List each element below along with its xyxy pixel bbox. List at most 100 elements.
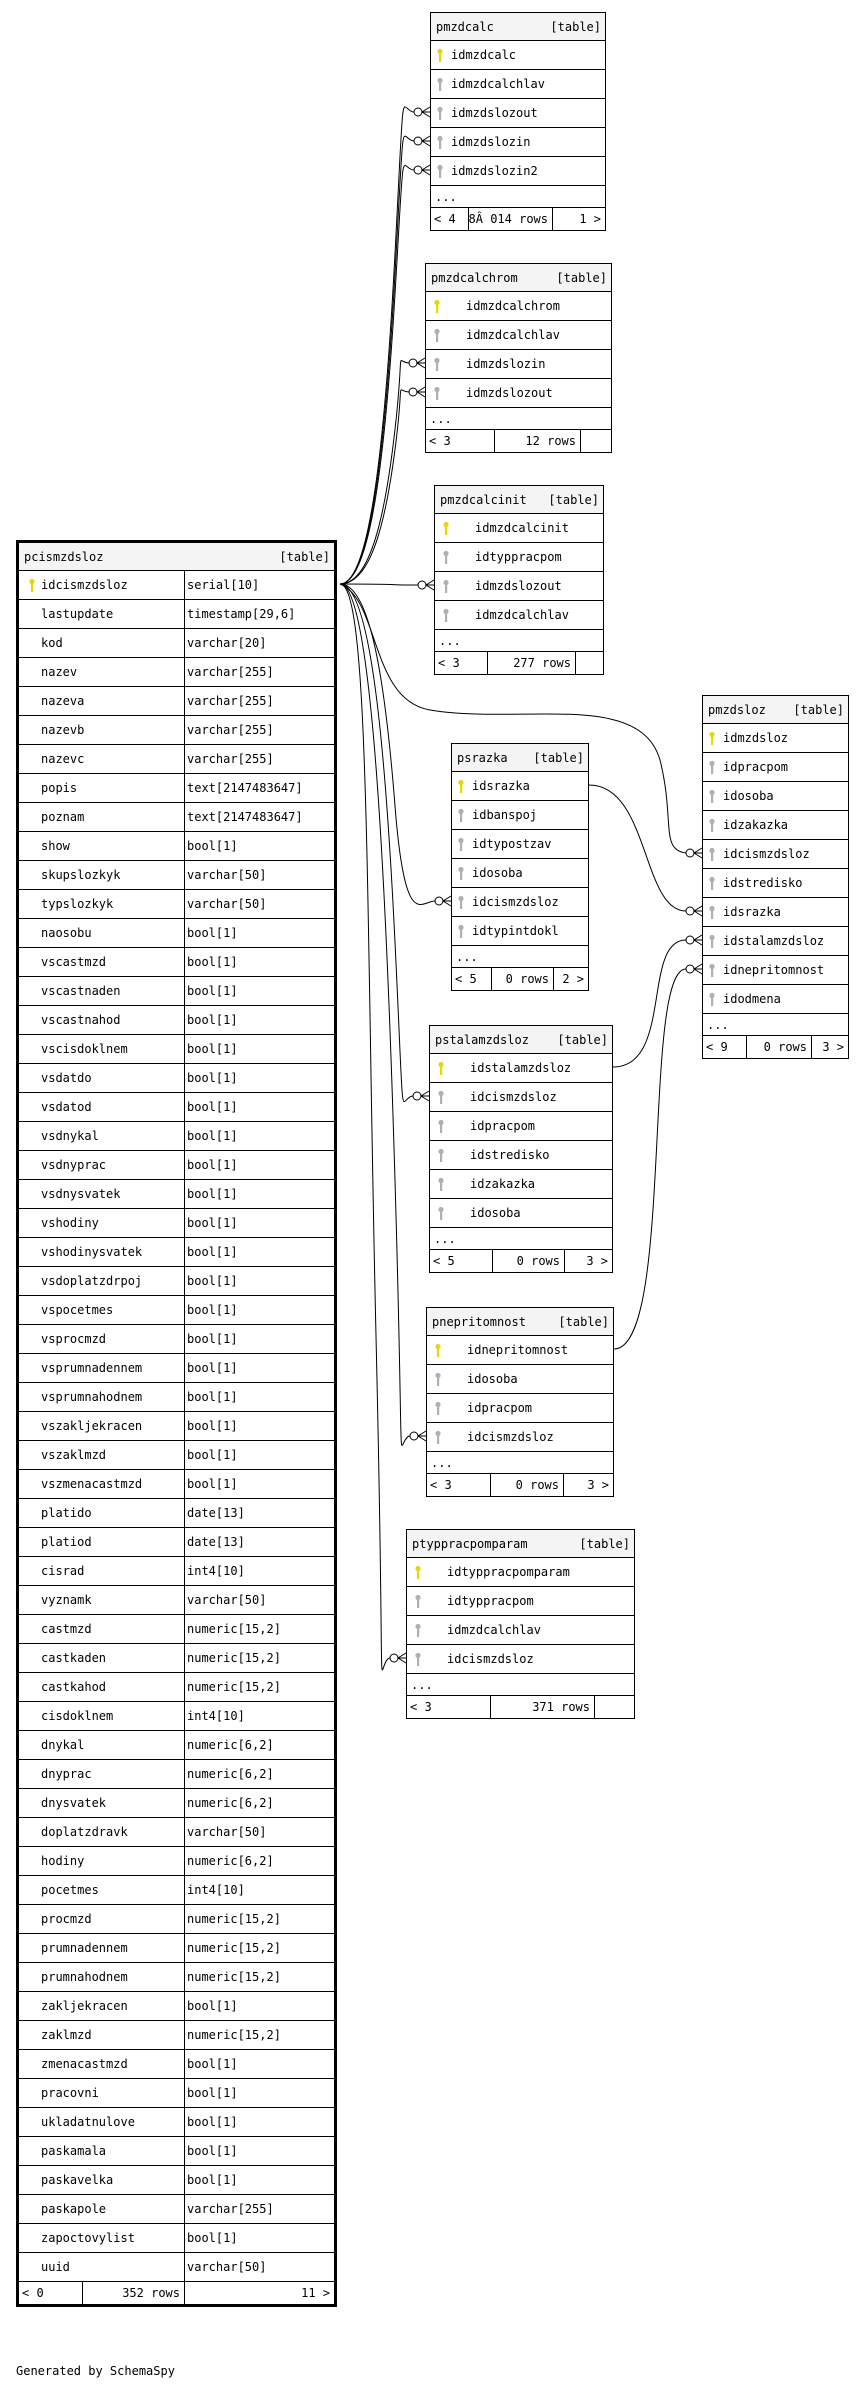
column-row[interactable]: idodmena [703,985,848,1014]
column-row[interactable]: idstalamzdsloz [703,927,848,956]
column-row[interactable]: idcismzdsloz [407,1645,634,1674]
column-row[interactable]: idmzdslozin [426,350,611,379]
column-row[interactable]: idmzdslozin2 [431,157,605,186]
table-header[interactable]: pstalamzdsloz[table] [430,1026,612,1054]
column-row[interactable]: idcismzdsloz [427,1423,613,1452]
column-row[interactable]: idmzdslozout [435,572,603,601]
parents-link[interactable]: < 3 [427,1474,491,1496]
column-row[interactable]: idnepritomnost [427,1336,613,1365]
column-row[interactable]: idtyppracpomparam [407,1558,634,1587]
column-row[interactable]: idmzdslozin [431,128,605,157]
column-row[interactable]: idmzdslozout [426,379,611,408]
children-link[interactable] [581,430,611,452]
column-row[interactable]: idpracpom [427,1394,613,1423]
column-row[interactable]: idmzdcalchlav [407,1616,634,1645]
parents-link[interactable]: < 5 [452,968,492,990]
column-row[interactable]: idosoba [452,859,588,888]
column-row[interactable]: idtypostzav [452,830,588,859]
column-row[interactable]: idmzdsloz [703,724,848,753]
column-row[interactable]: idmzdcalcinit [435,514,603,543]
column-row[interactable]: idosoba [427,1365,613,1394]
column-row[interactable]: idsrazka [452,772,588,801]
table-ptyppracpomparam[interactable]: ptyppracpomparam[table]idtyppracpomparam… [406,1529,635,1719]
parents-link[interactable]: < 3 [426,430,495,452]
parents-link[interactable]: < 5 [430,1250,493,1272]
table-header[interactable]: pcismzdsloz [table] [19,543,334,571]
column-row[interactable]: idmzdcalchlav [431,70,605,99]
column-row[interactable]: idtypintdokl [452,917,588,946]
column-row[interactable]: idcismzdsloz [703,840,848,869]
column-row[interactable]: idmzdcalchrom [426,292,611,321]
children-link[interactable]: 1 > [579,212,601,226]
children-link[interactable] [576,652,603,674]
column-row[interactable]: idmzdslozout [431,99,605,128]
column-row[interactable]: idtyppracpom [435,543,603,572]
parents-link[interactable]: < 9 [703,1036,747,1058]
table-header[interactable]: pmzdcalcinit[table] [435,486,603,514]
children-link[interactable] [595,1696,634,1718]
table-header[interactable]: pmzdsloz[table] [703,696,848,724]
column-row[interactable]: idstredisko [430,1141,612,1170]
children-link[interactable]: 2 > [562,972,584,986]
column-row[interactable]: idmzdcalchlav [435,601,603,630]
table-header[interactable]: pmzdcalchrom[table] [426,264,611,292]
column-row[interactable]: idstalamzdsloz [430,1054,612,1083]
table-header[interactable]: ptyppracpomparam[table] [407,1530,634,1558]
parents-link[interactable]: < 3 [435,652,488,674]
table-header[interactable]: pnepritomnost[table] [427,1308,613,1336]
column-row[interactable]: idsrazka [703,898,848,927]
column-row[interactable]: idpracpom [430,1112,612,1141]
column-row[interactable]: idtyppracpom [407,1587,634,1616]
children-link[interactable]: 3 > [587,1478,609,1492]
column-row[interactable]: idpracpom [703,753,848,782]
